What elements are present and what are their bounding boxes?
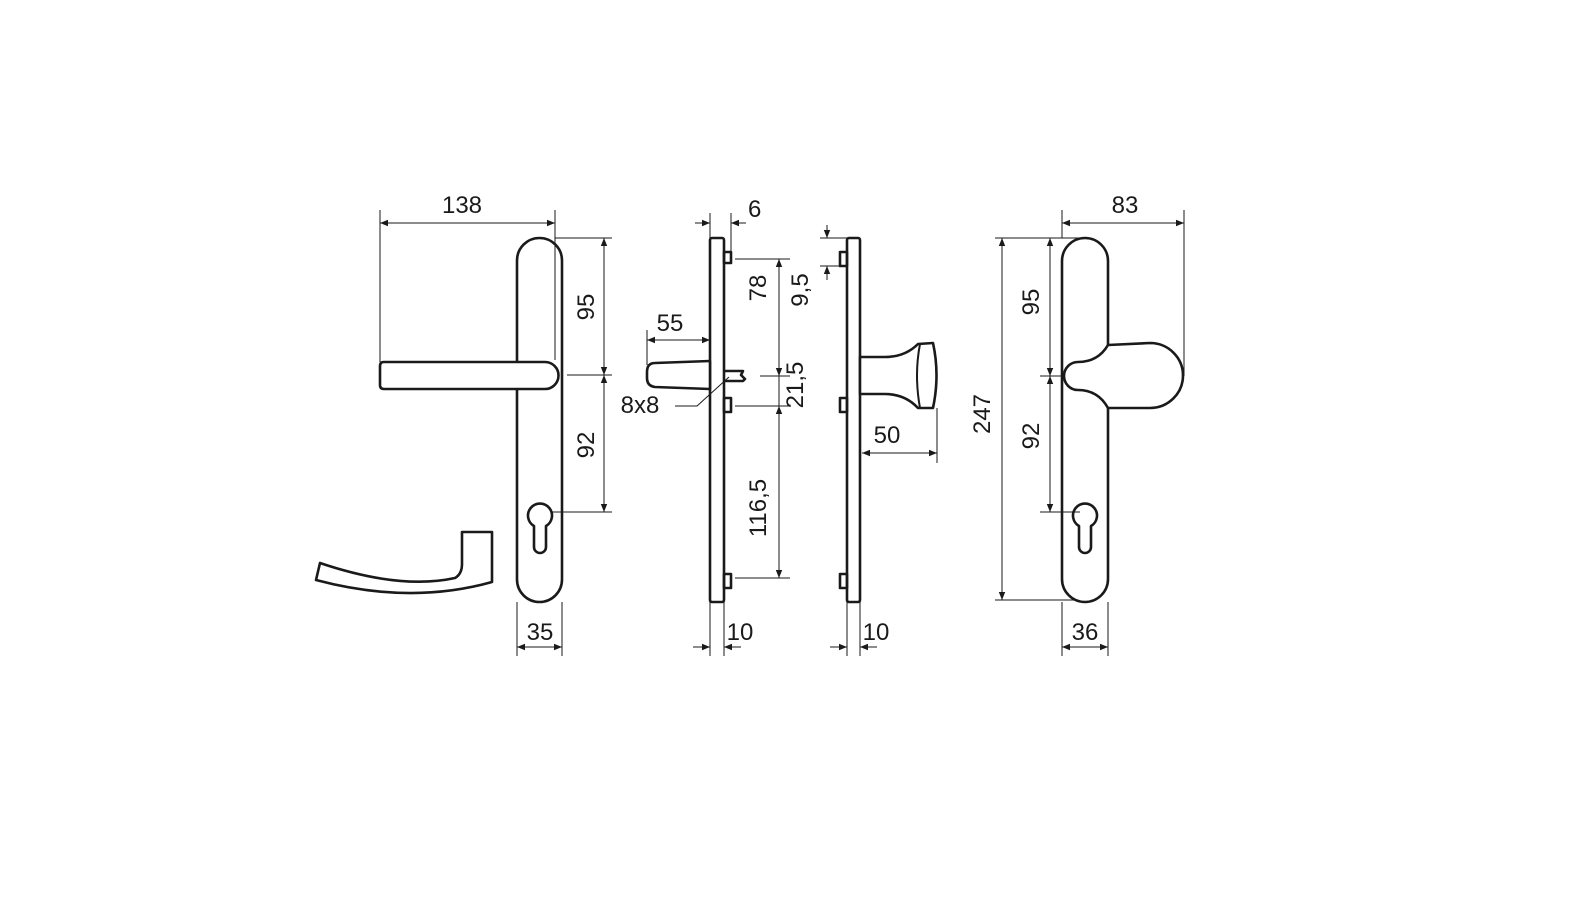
dim-spindle: 8x8 bbox=[621, 392, 660, 419]
boss-bottom bbox=[838, 572, 849, 590]
lever-profile bbox=[314, 530, 494, 595]
dim-boss-offset: 9,5 bbox=[787, 273, 814, 306]
dim-plate-width: 36 bbox=[1072, 619, 1099, 646]
dim-lower-height: 92 bbox=[1018, 423, 1045, 450]
lever-front-view: 138 95 92 35 bbox=[314, 192, 612, 656]
dim-plate-width: 35 bbox=[527, 619, 554, 646]
dim-boss-to-spindle: 21,5 bbox=[782, 362, 809, 409]
backplate-side bbox=[708, 236, 726, 604]
backplate bbox=[515, 236, 564, 604]
backplate bbox=[1060, 236, 1110, 604]
knob bbox=[858, 341, 938, 410]
dim-upper-height: 95 bbox=[573, 294, 600, 321]
boss-top bbox=[722, 250, 733, 265]
dim-lever-projection: 55 bbox=[657, 310, 684, 337]
dim-knob-projection: 50 bbox=[874, 422, 901, 449]
knob-side-view: 9,5 50 10 bbox=[787, 225, 938, 656]
dim-plate-thickness: 10 bbox=[863, 619, 890, 646]
keyhole bbox=[526, 502, 554, 555]
knob bbox=[1062, 341, 1185, 410]
boss-middle bbox=[722, 396, 733, 414]
dim-plate-thickness: 10 bbox=[727, 619, 754, 646]
boss-middle bbox=[838, 396, 849, 414]
spindle bbox=[724, 369, 747, 383]
backplate-side bbox=[845, 236, 862, 604]
lever-side-view: 6 55 8x8 78 21,5 116,5 10 bbox=[621, 196, 809, 656]
dim-total-height: 247 bbox=[969, 394, 996, 434]
dim-boss-to-bottom: 116,5 bbox=[745, 479, 772, 537]
dim-upper-height: 95 bbox=[1018, 289, 1045, 316]
dim-knob-width: 83 bbox=[1112, 192, 1139, 219]
lever-stub bbox=[645, 359, 712, 391]
boss-bottom bbox=[722, 572, 733, 590]
boss-top bbox=[838, 250, 849, 268]
knob-front-view: 83 247 95 92 36 bbox=[969, 192, 1185, 656]
dim-plate-thickness-top: 6 bbox=[748, 196, 761, 223]
keyhole bbox=[1071, 502, 1099, 555]
dim-lower-height: 92 bbox=[573, 432, 600, 459]
dim-top-to-boss: 78 bbox=[745, 275, 772, 302]
lever-handle bbox=[378, 360, 560, 391]
dim-lever-length: 138 bbox=[442, 192, 482, 219]
